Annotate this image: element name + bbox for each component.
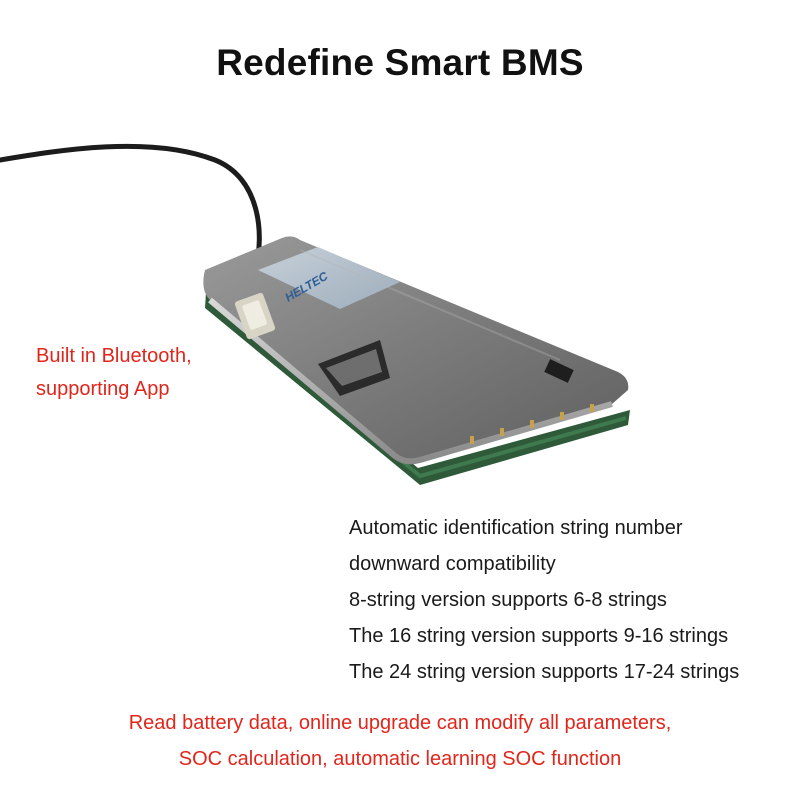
product-label (258, 247, 400, 309)
feature-item: Automatic identification string number (349, 517, 683, 539)
feature-item: The 24 string version supports 17-24 str… (349, 661, 740, 683)
bottom-note: Read battery data, online upgrade can mo… (0, 705, 800, 777)
feature-item: downward compatibility (349, 553, 556, 575)
feature-item: The 16 string version supports 9-16 stri… (349, 625, 729, 647)
board-pins (470, 404, 594, 444)
page-title: Redefine Smart BMS (216, 42, 584, 83)
bluetooth-callout: Built in Bluetooth, supporting App (36, 340, 192, 406)
plate-notch-right (544, 359, 574, 383)
feature-item: 8-string version supports 6-8 strings (349, 589, 667, 611)
callout-line: supporting App (36, 378, 170, 400)
bottom-note-line: Read battery data, online upgrade can mo… (128, 712, 672, 734)
feature-list: Automatic identification string number d… (349, 510, 739, 690)
antenna-cable (0, 143, 262, 273)
bottom-note-line: SOC calculation, automatic learning SOC … (178, 748, 622, 770)
callout-line: Built in Bluetooth, (36, 345, 192, 367)
